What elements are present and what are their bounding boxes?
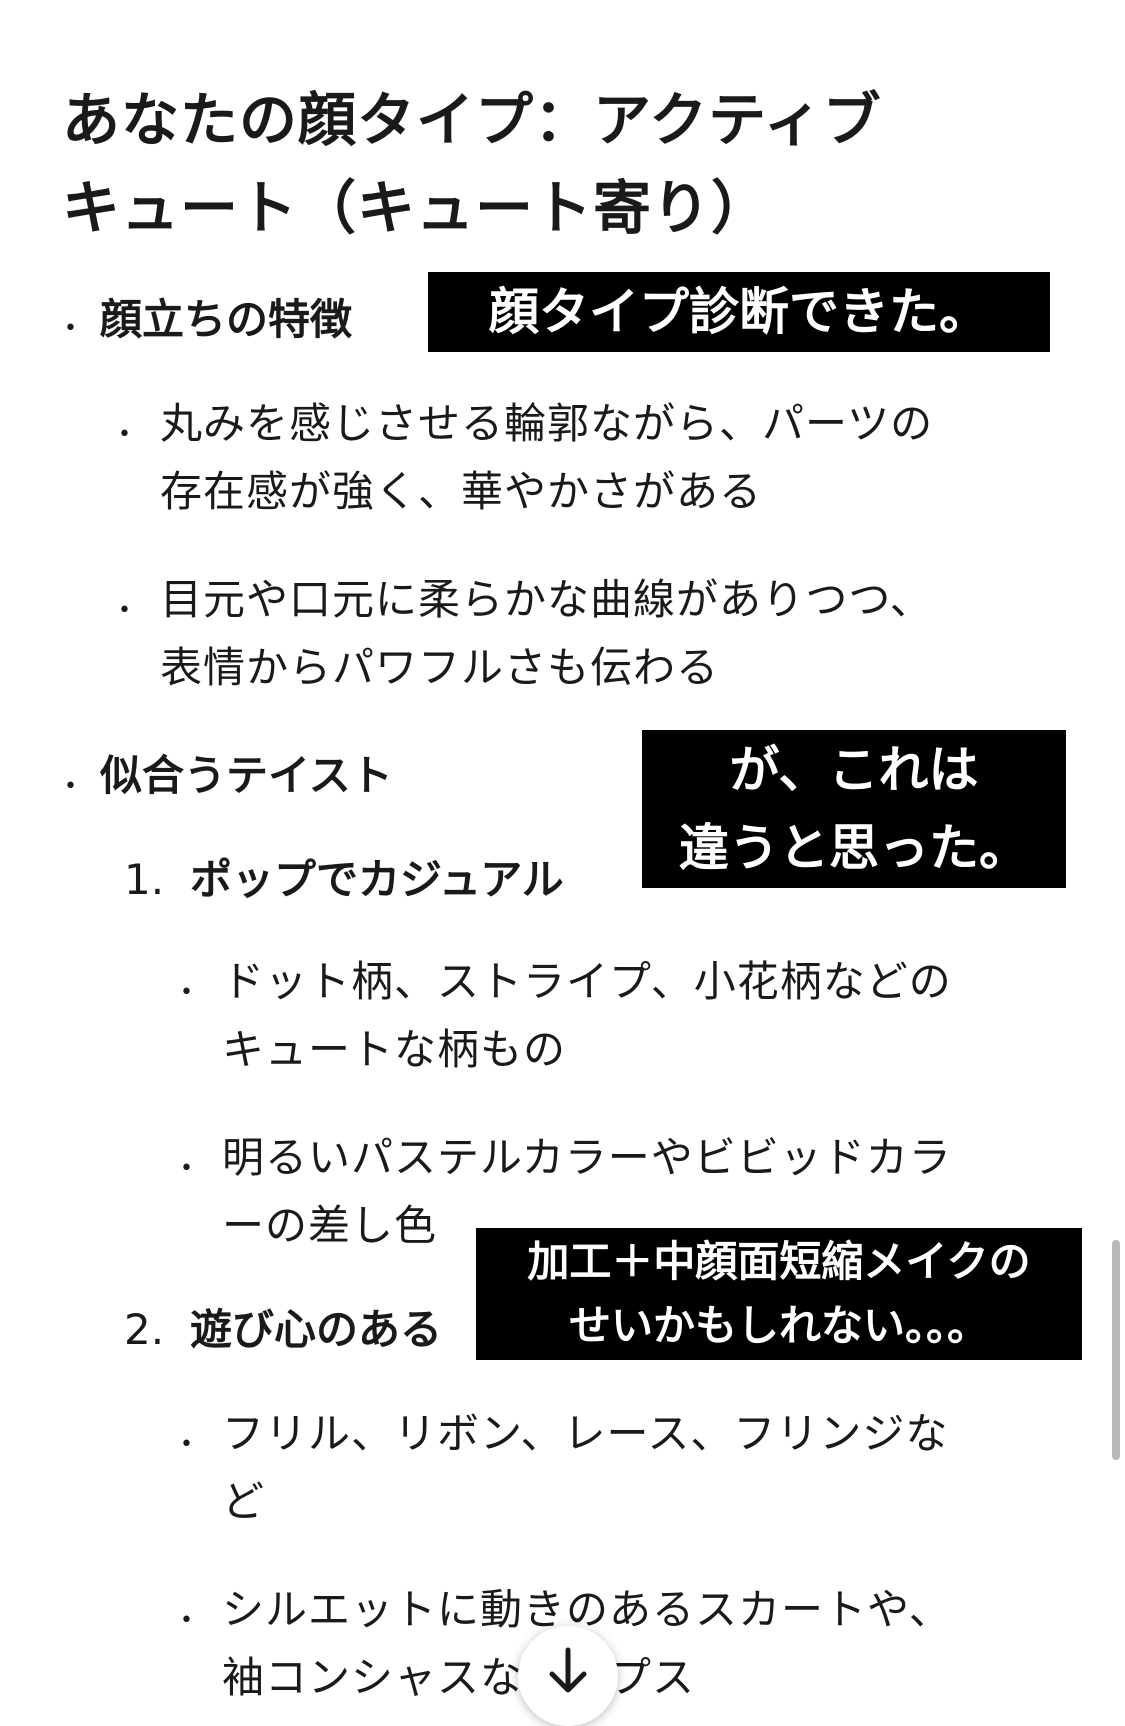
subsection-heading-pop-casual: ポップでカジュアル (190, 855, 564, 904)
bullet-dot (64, 776, 77, 798)
bullet-dot (64, 318, 77, 340)
title-line-1: あなたの顔タイプ：アクティブ (62, 86, 882, 154)
response-title: あなたの顔タイプ：アクティブ キュート（キュート寄り） (62, 76, 962, 252)
list-item: ドット柄、ストライプ、小花柄などの キュートな柄もの (222, 957, 952, 1074)
bullet-dot (118, 600, 131, 622)
bullet-dot (180, 1434, 193, 1456)
bullet-dot (180, 1610, 193, 1632)
caption-overlay-1: 顔タイプ診断できた。 (428, 272, 1050, 352)
scroll-to-bottom-button[interactable] (518, 1626, 618, 1726)
bullet-dot (118, 424, 131, 446)
arrow-down-icon (549, 1647, 587, 1693)
subsection-heading-playful: 遊び心のある (190, 1305, 443, 1354)
scrollbar-thumb[interactable] (1112, 1240, 1120, 1460)
list-number: 2. (124, 1305, 165, 1354)
list-number: 1. (124, 855, 165, 904)
list-item: 目元や口元に柔らかな曲線がありつつ、 表情からパワフルさも伝わる (160, 575, 933, 692)
list-item: 丸みを感じさせる輪郭ながら、パーツの 存在感が強く、華やかさがある (160, 399, 934, 516)
bullet-dot (180, 982, 193, 1004)
list-item: 明るいパステルカラーやビビッドカラ ーの差し色 (222, 1133, 952, 1250)
caption-overlay-3: 加工＋中顔面短縮メイクの せいかもしれない。。。 (476, 1228, 1082, 1360)
section-heading-taste: 似合うテイスト (100, 751, 393, 800)
title-line-2: キュート（キュート寄り） (62, 174, 771, 242)
list-item: フリル、リボン、レース、フリンジな ど (222, 1409, 949, 1526)
section-heading-features: 顔立ちの特徴 (100, 295, 353, 344)
caption-overlay-2: が、これは 違うと思った。 (642, 730, 1066, 888)
bullet-dot (180, 1158, 193, 1180)
